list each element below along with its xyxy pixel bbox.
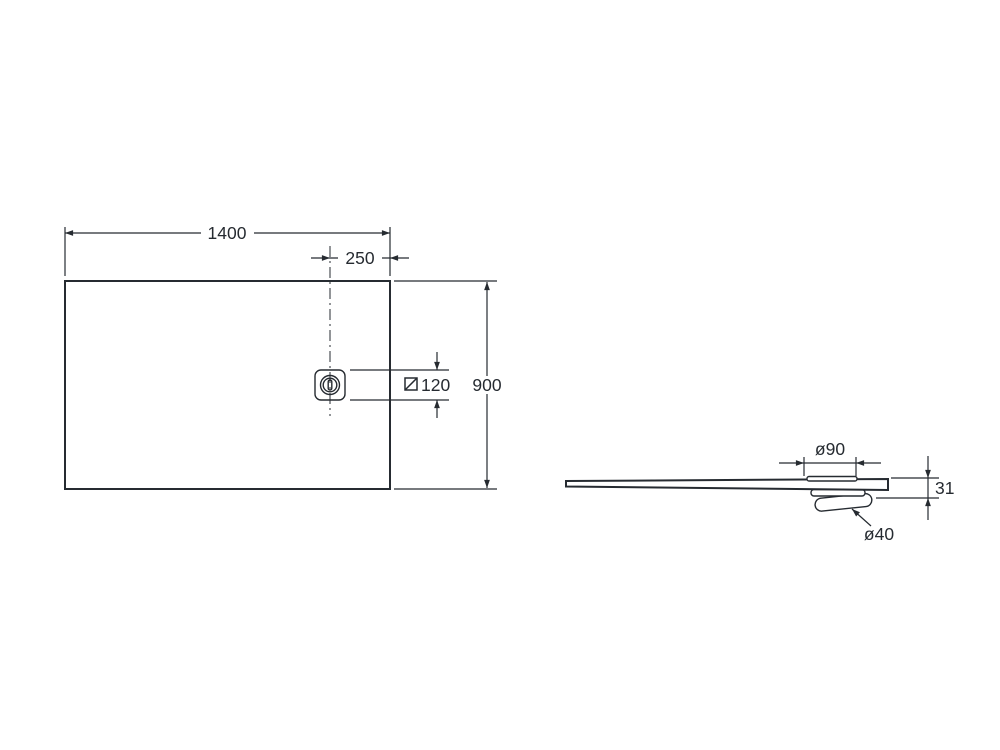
dim-drain-offset: 250: [311, 248, 409, 268]
dim-depth-label: 900: [472, 375, 501, 395]
dim-drain-diameter-label: ø90: [815, 439, 845, 459]
side-view: ø90 31 ø40: [565, 439, 954, 544]
dim-drain-diameter: ø90: [779, 439, 881, 476]
dim-outlet-diameter: ø40: [851, 508, 894, 544]
dim-thickness: 31: [876, 456, 954, 520]
drain-cover-side-view: [806, 475, 858, 482]
square-symbol-icon: [404, 377, 418, 391]
dim-width: 1400: [65, 223, 390, 243]
dim-width-label: 1400: [208, 223, 247, 243]
dim-drain-square: 120: [350, 352, 450, 418]
dim-depth: 900: [394, 280, 510, 490]
top-view: 1400 250 900 120: [64, 223, 510, 490]
drain-waste-side-view: [810, 488, 873, 512]
dim-drain-offset-label: 250: [345, 248, 374, 268]
dim-drain-square-label: 120: [421, 375, 450, 395]
dim-outlet-diameter-label: ø40: [864, 524, 894, 544]
tray-profile: [565, 477, 889, 492]
dim-thickness-label: 31: [935, 478, 954, 498]
